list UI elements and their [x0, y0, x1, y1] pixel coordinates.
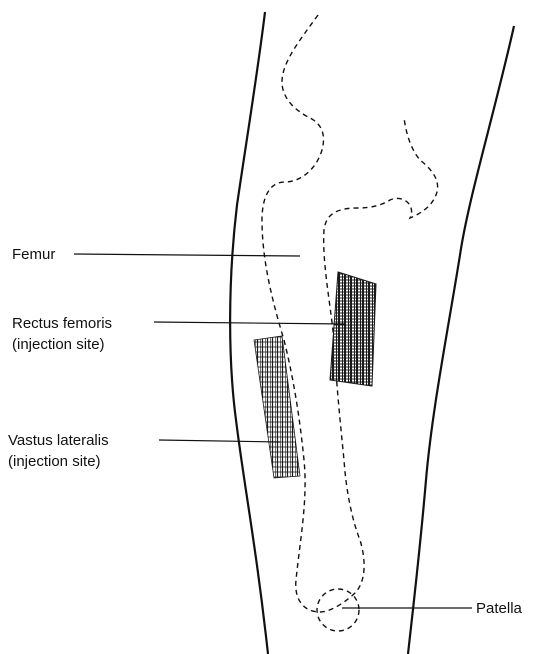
patella-label: Patella [476, 598, 522, 619]
thigh-outline-left [230, 12, 268, 654]
femur-leader-line [74, 254, 300, 256]
vastus-lateralis-label: Vastus lateralis (injection site) [8, 430, 109, 472]
rectus-femoris-label-line1: Rectus femoris [12, 313, 112, 334]
vastus-lateralis-label-line2: (injection site) [8, 451, 109, 472]
rectus-femoris-label: Rectus femoris (injection site) [12, 313, 112, 355]
rectus-femoris-label-line2: (injection site) [12, 334, 112, 355]
rectus-femoris-injection-site [330, 272, 376, 386]
femur-label: Femur [12, 244, 55, 265]
vastus-lateralis-leader-line [159, 440, 280, 442]
vastus-lateralis-label-line1: Vastus lateralis [8, 430, 109, 451]
vastus-lateralis-injection-site [254, 336, 300, 478]
thigh-outline-right [408, 26, 514, 654]
rectus-femoris-leader-line [154, 322, 346, 324]
